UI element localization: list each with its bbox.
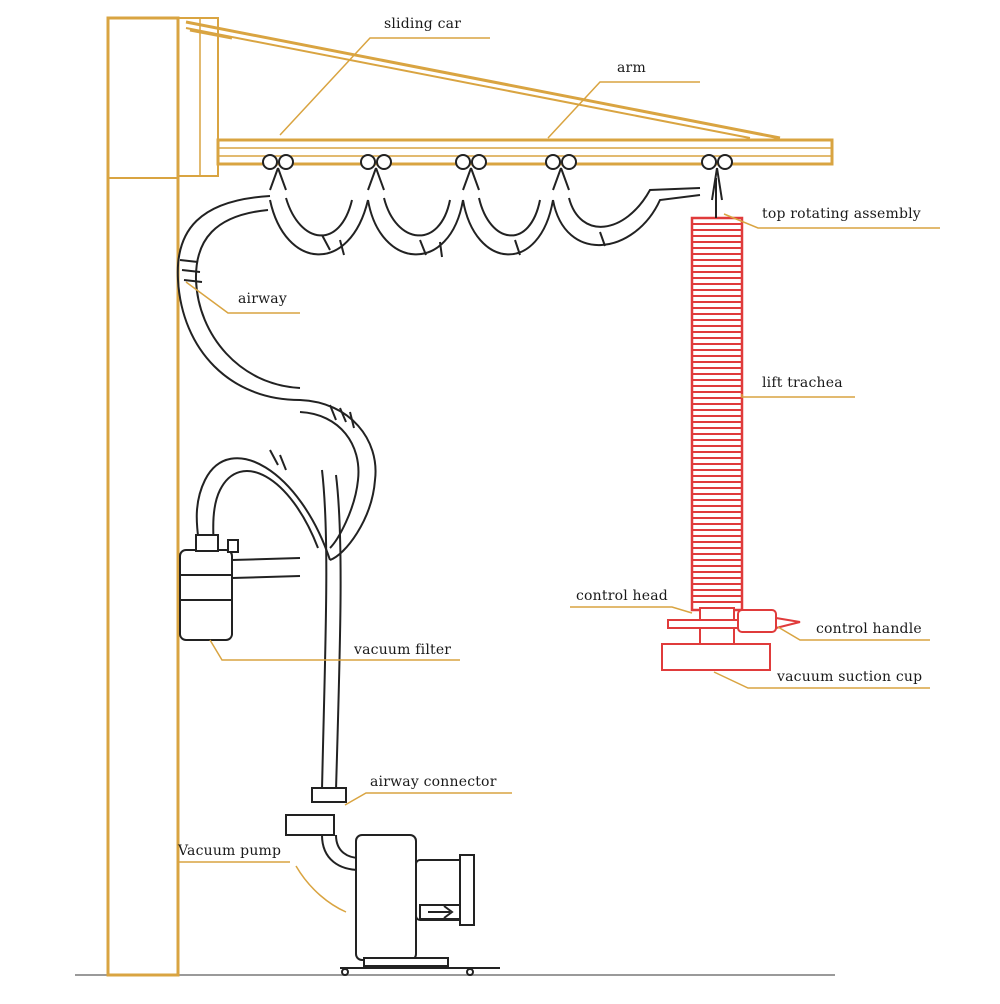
label-control-head: control head xyxy=(576,588,668,604)
vacuum-filter-drawing xyxy=(179,534,301,641)
trolleys xyxy=(262,154,733,201)
label-lift-trachea: lift trachea xyxy=(762,375,843,391)
label-top-rotating-assembly: top rotating assembly xyxy=(762,206,921,222)
label-vacuum-pump: Vacuum pump xyxy=(178,843,282,859)
label-vacuum-filter: vacuum filter xyxy=(354,642,452,658)
lift-trachea-drawing xyxy=(690,178,744,612)
label-vacuum-suction-cup: vacuum suction cup xyxy=(777,669,923,685)
control-head-drawing xyxy=(661,607,801,671)
festoon-hose xyxy=(176,187,701,791)
column xyxy=(106,16,219,977)
jib-arm xyxy=(185,20,834,166)
label-control-handle: control handle xyxy=(816,621,922,637)
leader-lines xyxy=(178,37,940,913)
label-arm: arm xyxy=(617,60,646,76)
pump-drawing xyxy=(285,787,500,976)
label-airway: airway xyxy=(238,291,287,307)
label-sliding-car: sliding car xyxy=(384,16,462,32)
label-airway-connector: airway connector xyxy=(370,774,497,790)
